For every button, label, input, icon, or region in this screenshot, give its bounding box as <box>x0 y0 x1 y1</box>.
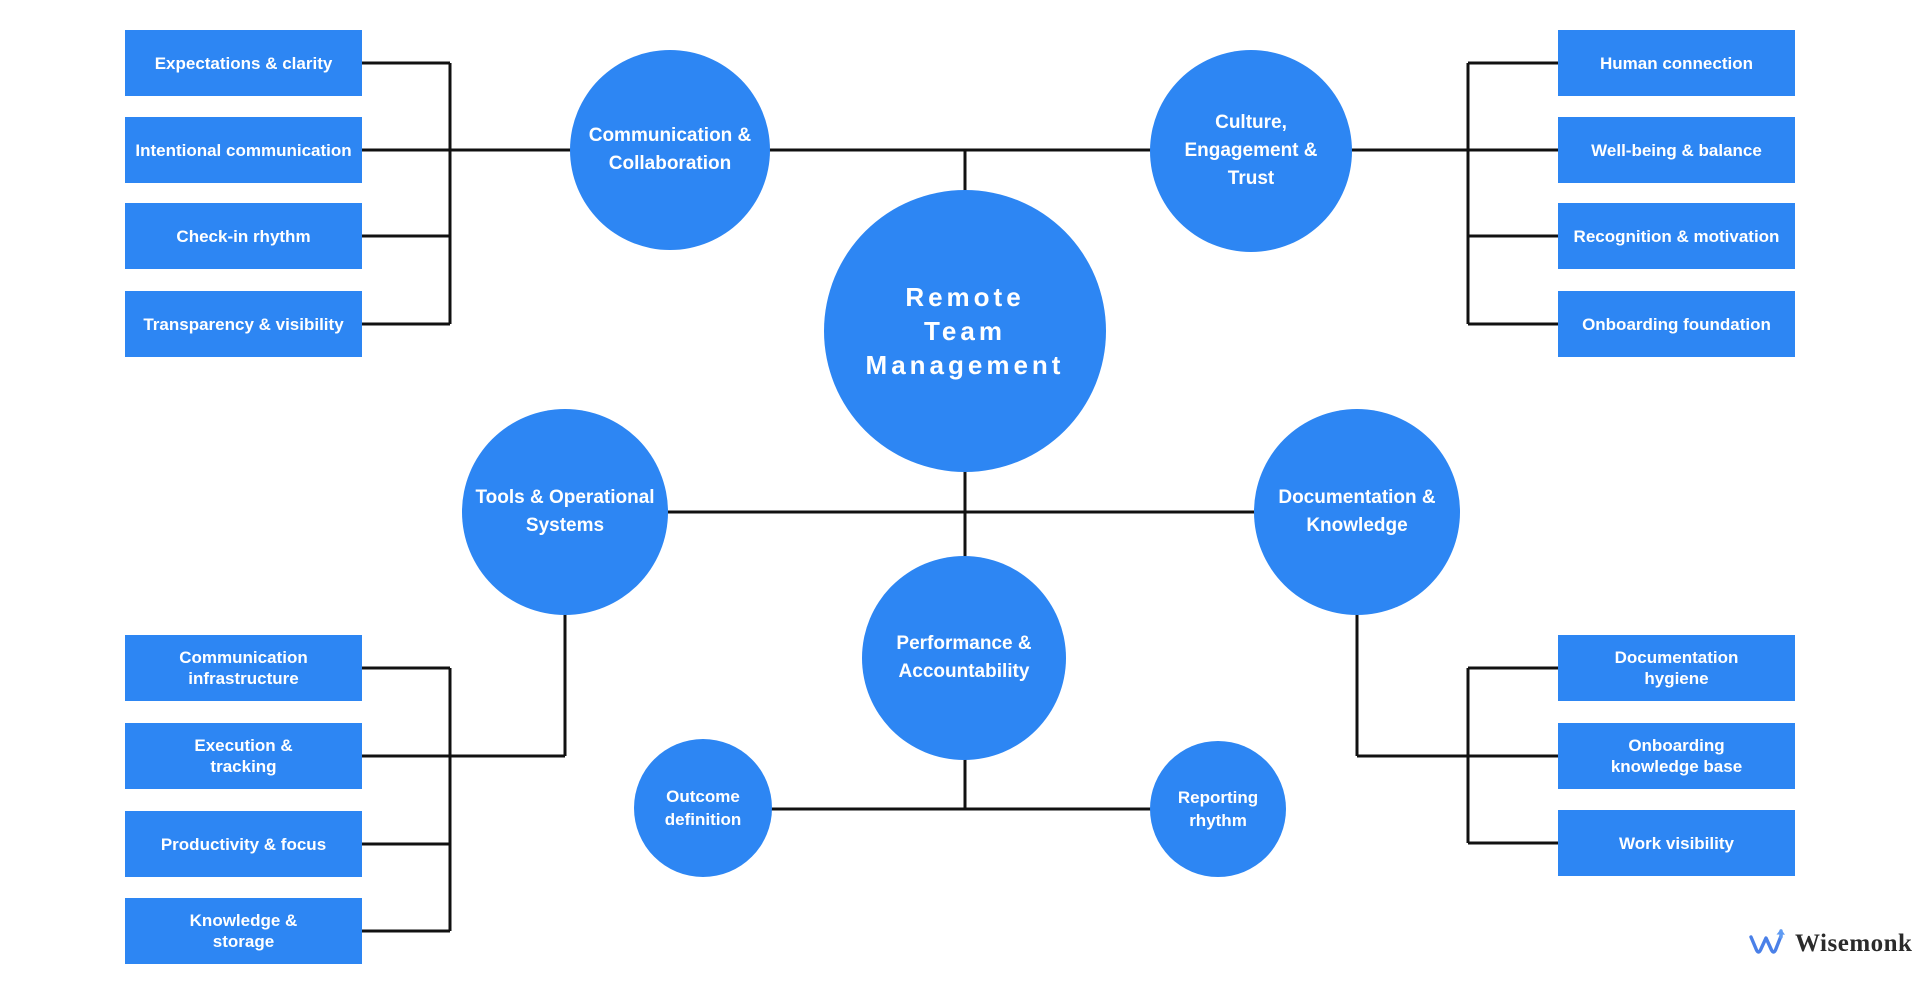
branch-node-label: Documentation & Knowledge <box>1278 487 1436 536</box>
leaf-node-label: Expectations & clarity <box>154 53 333 73</box>
leaf-node-knowledge-storage: Knowledge & storage <box>125 898 362 964</box>
wisemonk-logo-icon <box>1749 929 1785 954</box>
leaf-node-label: Documentation hygiene <box>1614 648 1739 688</box>
branch-node-label: Culture, Engagement & Trust <box>1184 112 1318 189</box>
leaf-node-recognition-motivation: Recognition & motivation <box>1558 203 1795 269</box>
branch-node-label: Outcome definition <box>664 787 742 829</box>
leaf-node-label: Communication infrastructure <box>179 648 308 688</box>
leaf-node-work-visibility: Work visibility <box>1558 810 1795 876</box>
branch-node-outcome-definition: Outcome definition <box>634 739 772 877</box>
leaf-node-label: Onboarding knowledge base <box>1610 736 1743 776</box>
leaf-node-label: Intentional communication <box>135 140 352 160</box>
branch-node-tools-operational-systems: Tools & Operational Systems <box>462 409 668 615</box>
leaf-node-intentional-communication: Intentional communication <box>125 117 362 183</box>
leaf-node-label: Onboarding foundation <box>1582 314 1771 334</box>
leaf-node-documentation-hygiene: Documentation hygiene <box>1558 635 1795 701</box>
leaf-node-label: Execution & tracking <box>194 736 293 776</box>
branch-node-documentation-knowledge: Documentation & Knowledge <box>1254 409 1460 615</box>
leaf-node-communication-infrastructure: Communication infrastructure <box>125 635 362 701</box>
branch-node-label: Tools & Operational Systems <box>475 487 655 536</box>
branch-node-reporting-rhythm: Reporting rhythm <box>1150 741 1286 877</box>
branch-node-performance-accountability: Performance & Accountability <box>862 556 1066 760</box>
leaf-node-productivity-focus: Productivity & focus <box>125 811 362 877</box>
leaf-node-human-connection: Human connection <box>1558 30 1795 96</box>
leaf-node-label: Check-in rhythm <box>176 226 311 246</box>
leaf-node-execution-tracking: Execution & tracking <box>125 723 362 789</box>
leaf-node-onboarding-knowledge-base: Onboarding knowledge base <box>1558 723 1795 789</box>
leaf-node-onboarding-foundation: Onboarding foundation <box>1558 291 1795 357</box>
leaf-node-label: Productivity & focus <box>160 834 327 854</box>
brand-name: Wisemonk <box>1795 930 1913 957</box>
leaf-node-check-in-rhythm: Check-in rhythm <box>125 203 362 269</box>
leaf-node-label: Work visibility <box>1619 833 1734 853</box>
branch-node-communication-collaboration: Communication & Collaboration <box>570 50 770 250</box>
leaf-node-well-being-balance: Well-being & balance <box>1558 117 1795 183</box>
leaf-node-label: Recognition & motivation <box>1573 226 1780 246</box>
branch-node-culture-engagement-trust: Culture, Engagement & Trust <box>1150 50 1352 252</box>
leaf-node-expectations-clarity: Expectations & clarity <box>125 30 362 96</box>
branch-node-label: Performance & Accountability <box>896 633 1032 682</box>
leaf-node-transparency-visibility: Transparency & visibility <box>125 291 362 357</box>
branch-node-label: Reporting rhythm <box>1177 788 1259 830</box>
center-node-label: Remote Team Management <box>865 282 1065 380</box>
leaf-node-label: Well-being & balance <box>1591 140 1762 160</box>
center-node-remote-team-management: Remote Team Management <box>824 190 1106 472</box>
branch-node-label: Communication & Collaboration <box>588 125 752 174</box>
brand-logo: Wisemonk <box>1748 928 1912 960</box>
leaf-node-label: Human connection <box>1599 53 1753 73</box>
leaf-node-label: Transparency & visibility <box>143 314 344 334</box>
leaf-node-label: Knowledge & storage <box>189 911 298 951</box>
